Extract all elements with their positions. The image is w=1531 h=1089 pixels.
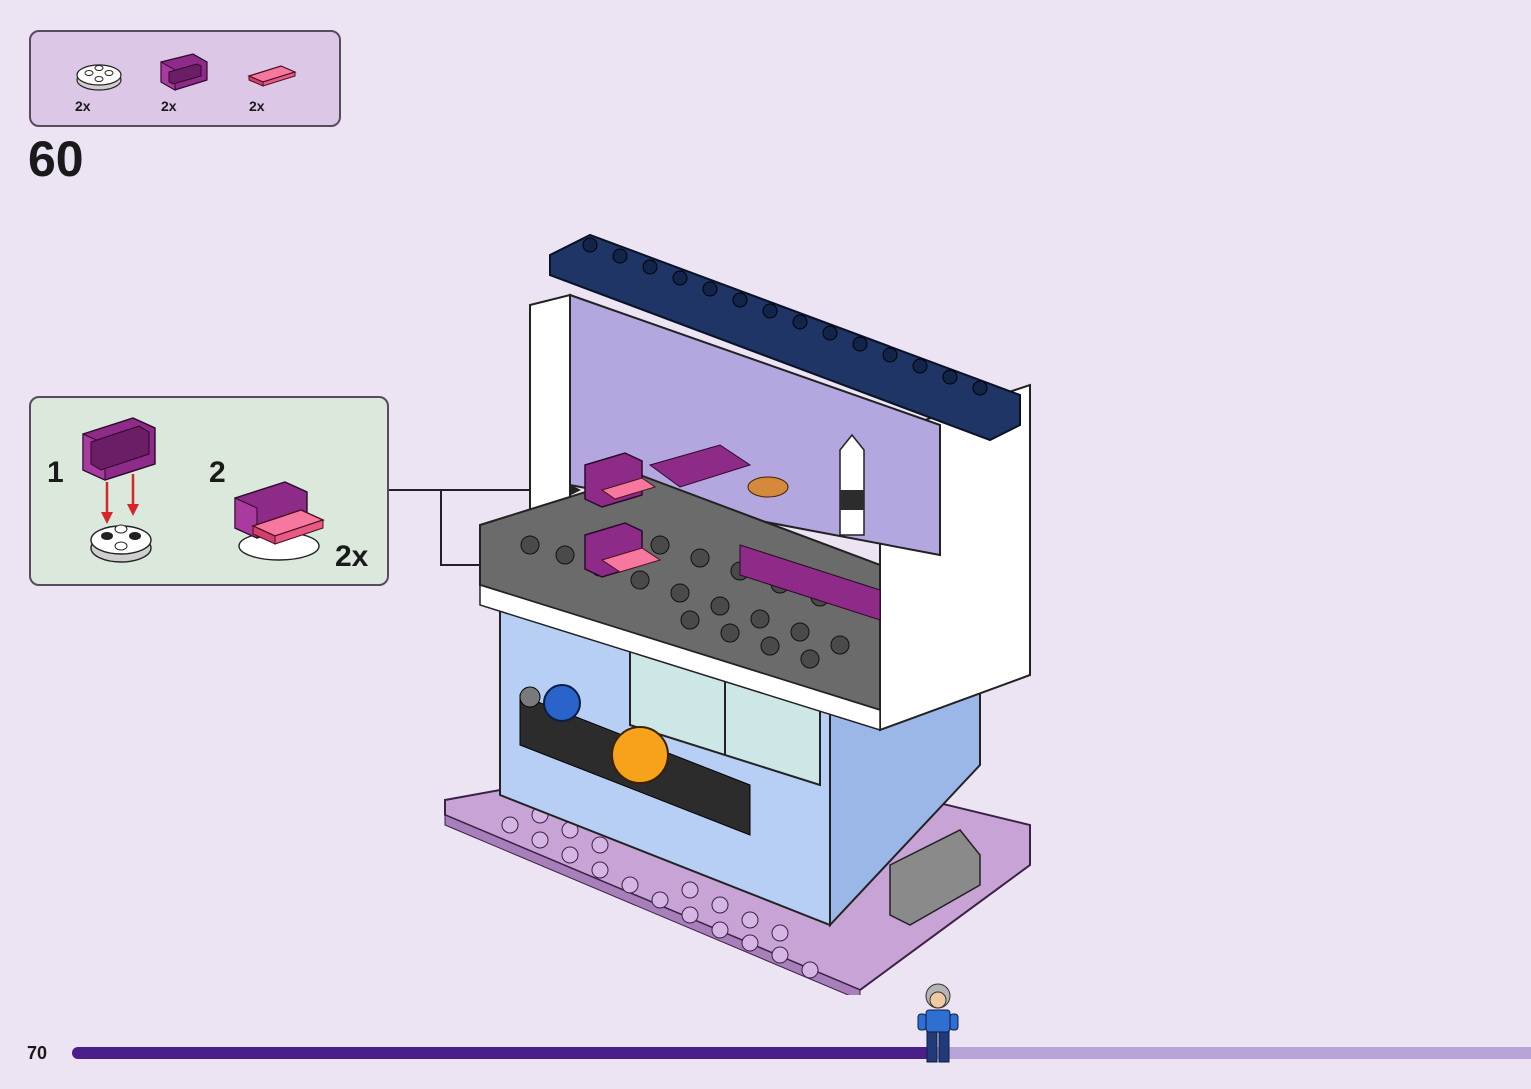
parts-item-armchair: 2x bbox=[157, 50, 217, 120]
sub-step-1-label: 1 bbox=[47, 456, 64, 490]
progress-bar bbox=[72, 1047, 1531, 1059]
progress-bar-fill bbox=[72, 1047, 933, 1059]
parts-item-qty: 2x bbox=[75, 98, 91, 114]
step-number: 60 bbox=[28, 134, 84, 184]
sub-assembly-callout: 1 2 2x bbox=[29, 396, 389, 586]
parts-item-qty: 2x bbox=[249, 98, 265, 114]
parts-list-box: 2x 2x 2x bbox=[29, 30, 341, 127]
main-model-illustration bbox=[390, 225, 1060, 995]
minifigure-icon bbox=[912, 982, 962, 1072]
sub-step-2-label: 2 bbox=[209, 456, 226, 490]
white-round-plate-icon bbox=[71, 50, 131, 95]
sub-step-2-illustration bbox=[231, 478, 331, 568]
pink-tile-icon bbox=[245, 50, 305, 95]
parts-item-round-plate: 2x bbox=[71, 50, 131, 120]
parts-item-tile: 2x bbox=[245, 50, 305, 120]
parts-item-qty: 2x bbox=[161, 98, 177, 114]
sub-step-1-illustration bbox=[81, 412, 181, 572]
sub-assembly-multiplier: 2x bbox=[335, 540, 368, 574]
magenta-armchair-icon bbox=[157, 50, 217, 95]
page-number: 70 bbox=[27, 1043, 47, 1064]
